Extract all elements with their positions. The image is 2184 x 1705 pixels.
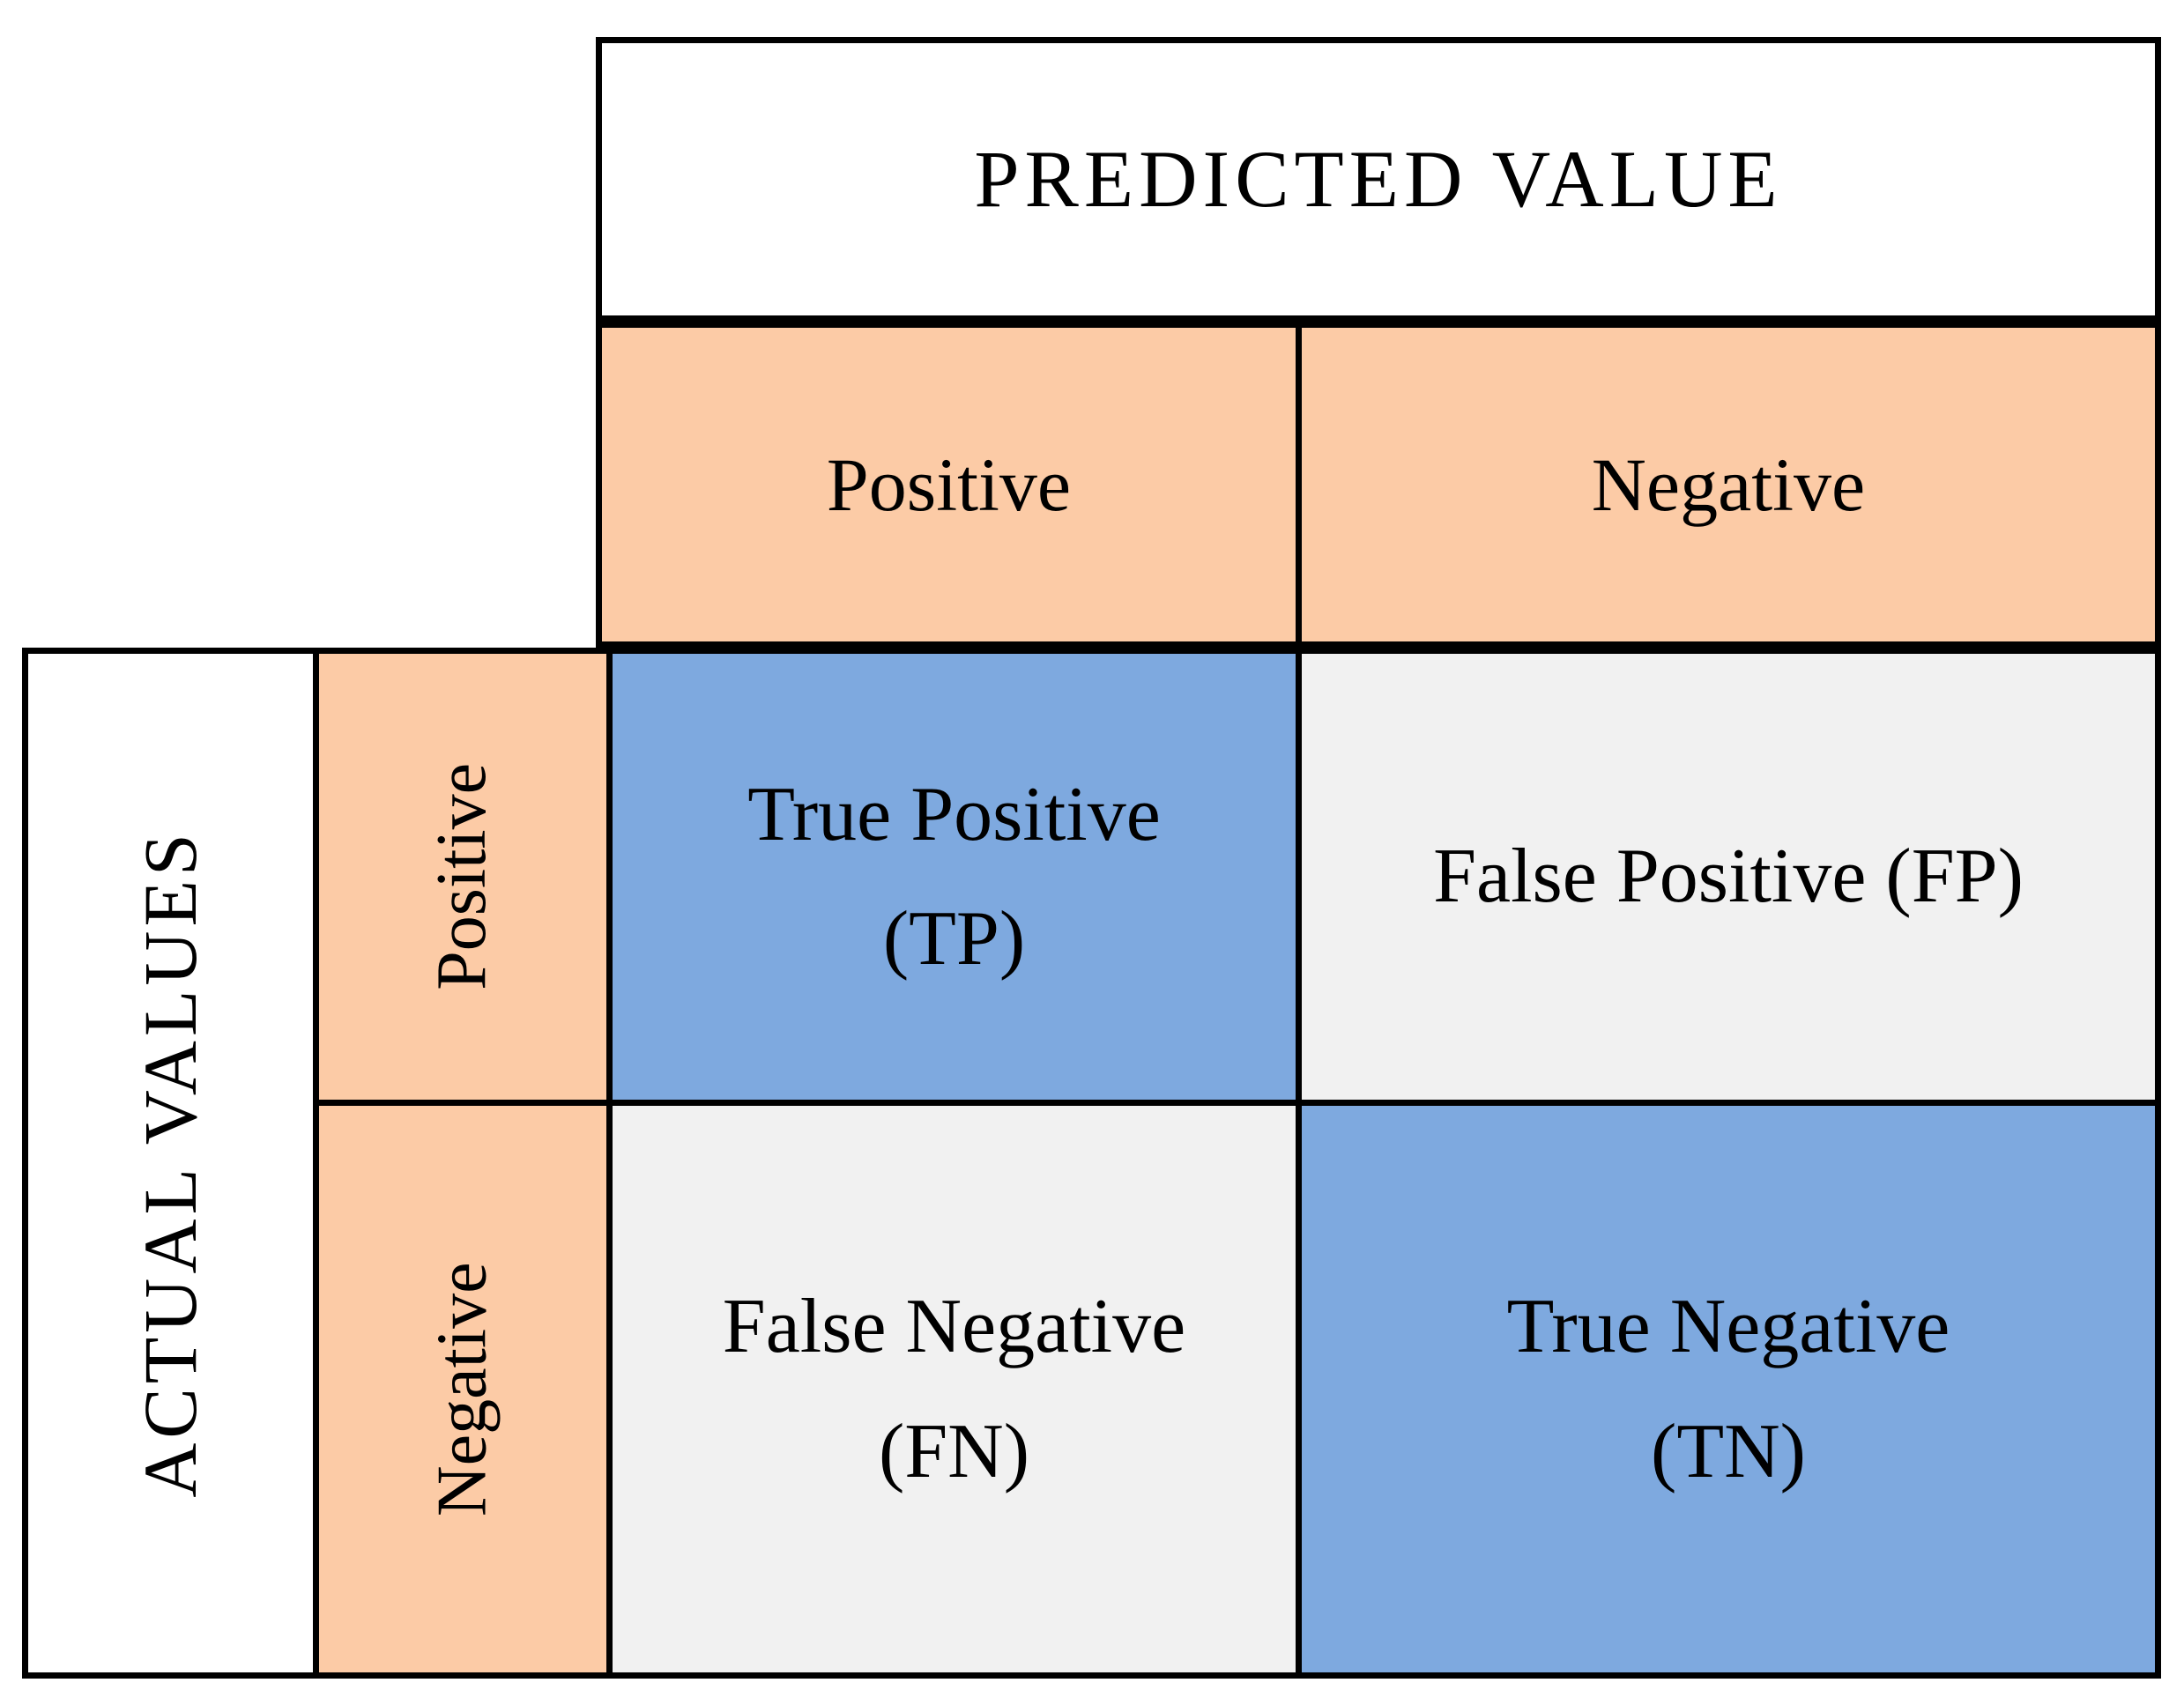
- column-header-negative-label: Negative: [1591, 441, 1866, 527]
- cell-false-positive-text: False Positive (FP): [1433, 834, 2024, 920]
- row-header-positive-label: Positive: [423, 763, 501, 990]
- row-header-negative: Negative: [313, 1100, 613, 1679]
- cell-true-negative-text: True Negative (TN): [1486, 1279, 1972, 1499]
- cell-false-negative-name: False Negative: [722, 1284, 1186, 1370]
- cell-false-negative: False Negative (FN): [606, 1100, 1302, 1679]
- column-header-negative: Negative: [1296, 322, 2161, 648]
- cell-true-positive-text: True Positive (TP): [726, 767, 1182, 987]
- cell-true-positive-name: True Positive: [747, 771, 1161, 857]
- predicted-value-axis-label: PREDICTED VALUE: [974, 134, 1783, 225]
- column-header-positive-label: Positive: [826, 441, 1072, 527]
- column-header-positive: Positive: [596, 322, 1302, 648]
- predicted-value-axis-header: PREDICTED VALUE: [596, 37, 2161, 322]
- actual-values-axis-label: ACTUAL VALUES: [128, 828, 213, 1498]
- cell-false-negative-abbrev: (FN): [878, 1408, 1030, 1494]
- row-header-positive: Positive: [313, 648, 613, 1106]
- cell-false-negative-text: False Negative (FN): [702, 1279, 1207, 1499]
- actual-values-axis-header: ACTUAL VALUES: [22, 648, 319, 1679]
- cell-true-negative: True Negative (TN): [1296, 1100, 2161, 1679]
- cell-true-negative-name: True Negative: [1506, 1284, 1950, 1370]
- cell-true-positive-abbrev: (TP): [882, 896, 1026, 982]
- cell-true-negative-abbrev: (TN): [1651, 1408, 1806, 1494]
- row-header-negative-label: Negative: [423, 1262, 501, 1516]
- cell-false-positive: False Positive (FP): [1296, 648, 2161, 1106]
- cell-true-positive: True Positive (TP): [606, 648, 1302, 1106]
